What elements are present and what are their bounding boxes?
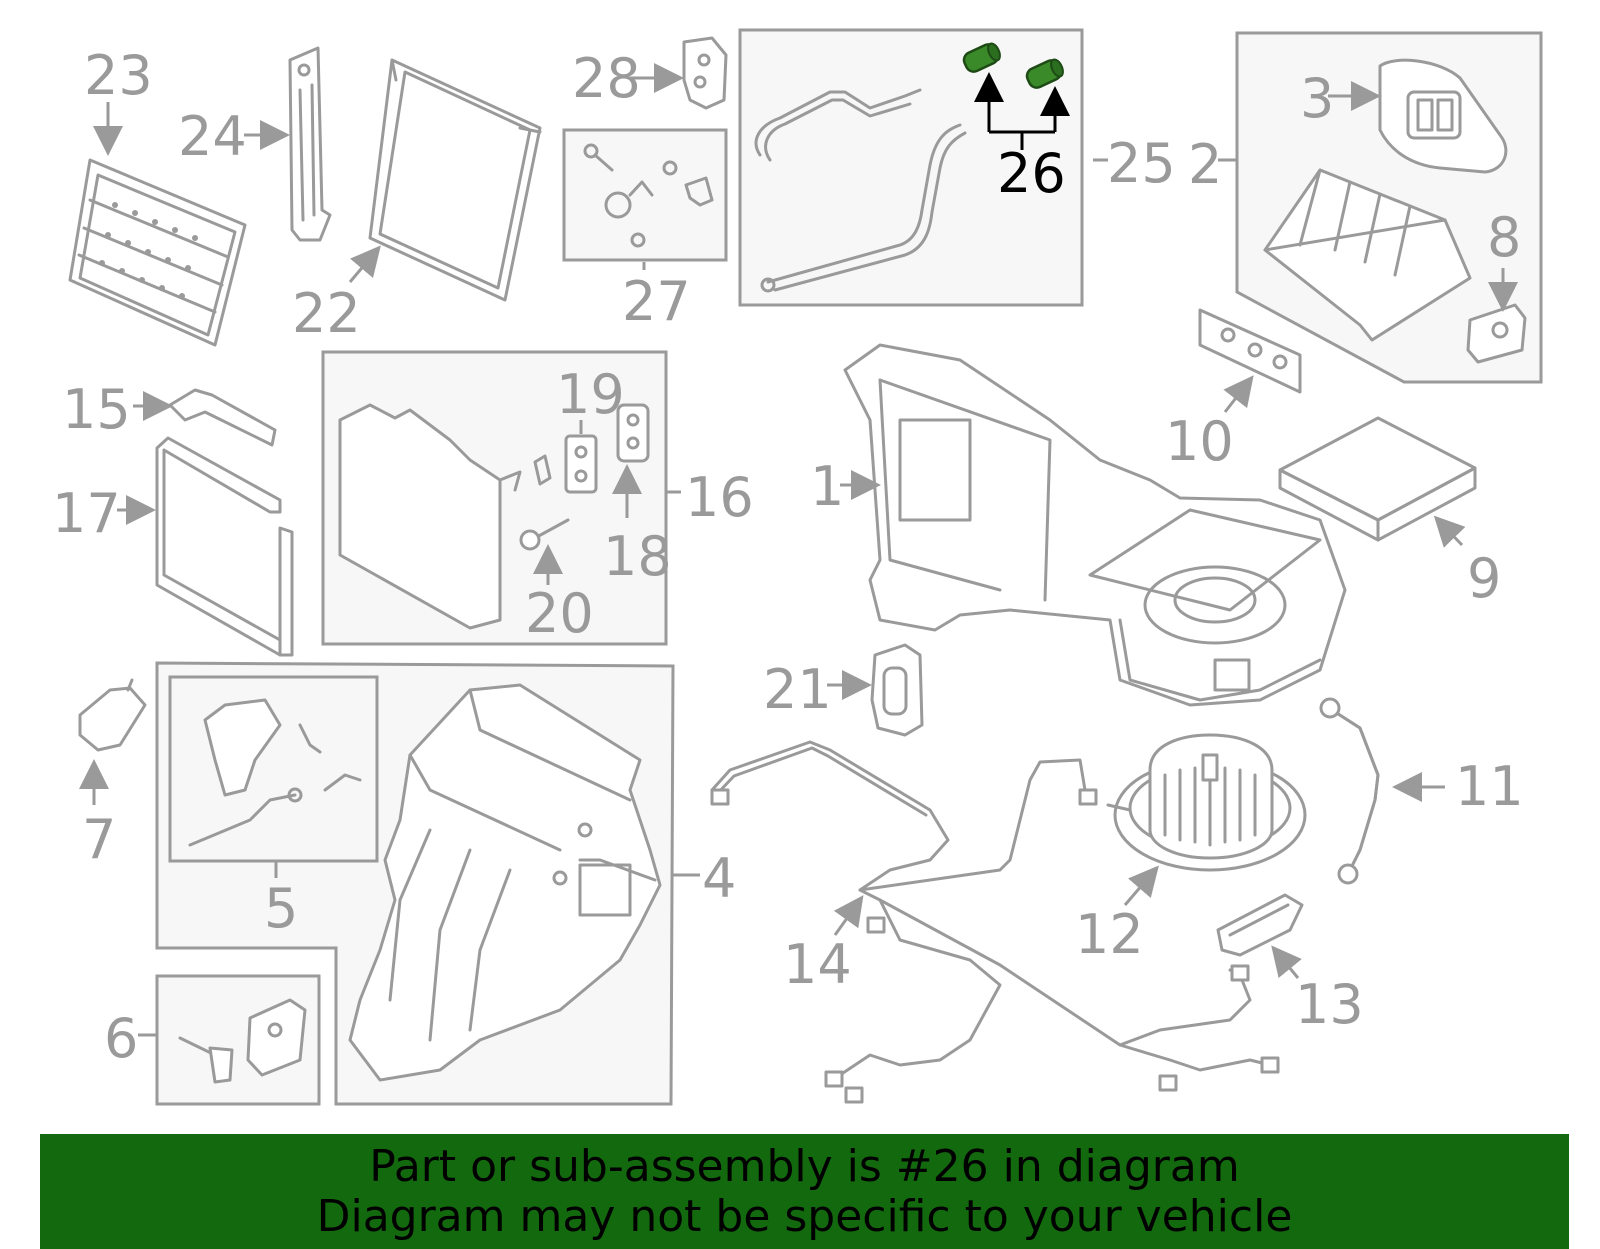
callout-7: 7: [82, 808, 116, 871]
part-3-gasket: [1378, 58, 1508, 174]
callout-25: 25: [1107, 132, 1176, 195]
part-5-linkage-set: [188, 698, 362, 847]
part-26-o-ring-right: [1025, 58, 1064, 89]
leader-26: [974, 72, 1070, 150]
callout-10: 10: [1165, 410, 1234, 473]
callout-5: 5: [264, 877, 298, 940]
part-22-evaporator: [368, 58, 542, 302]
part-6-actuator-set: [178, 998, 307, 1084]
part-19-plate: [564, 434, 598, 494]
callout-26: 26: [997, 142, 1066, 205]
part-26-o-rings: [962, 42, 1064, 89]
callout-3: 3: [1300, 67, 1334, 130]
callout-20: 20: [525, 582, 594, 645]
callout-13: 13: [1295, 973, 1364, 1036]
part-25-refrigerant-lines: [754, 88, 967, 293]
part-28-connector: [682, 36, 728, 110]
banner-disclaimer-text: Diagram may not be specific to your vehi…: [316, 1191, 1293, 1242]
part-24-bracket: [288, 46, 332, 242]
part-2-housing: [1263, 168, 1472, 342]
group-box-25: [738, 28, 1084, 307]
part-10-flap-bracket: [1198, 308, 1302, 394]
callout-6: 6: [104, 1007, 138, 1070]
callout-8: 8: [1487, 206, 1521, 269]
callout-12: 12: [1075, 903, 1144, 966]
part-27-hardware-kit: [583, 143, 714, 248]
part-18-valve: [616, 403, 650, 463]
callout-19: 19: [556, 363, 625, 426]
callout-9: 9: [1467, 547, 1501, 610]
part-21-seal: [870, 643, 924, 737]
callout-2: 2: [1188, 133, 1222, 196]
callout-16: 16: [685, 466, 754, 529]
group-box-5: [168, 675, 379, 863]
banner-part-number-text: Part or sub-assembly is #26 in diagram: [369, 1141, 1240, 1192]
part-15-sensor: [168, 388, 277, 447]
part-1-hvac-case: [843, 343, 1347, 707]
callout-11: 11: [1455, 755, 1524, 818]
callout-22: 22: [292, 282, 361, 345]
callout-21: 21: [763, 658, 832, 721]
part-9-cabin-filter: [1278, 416, 1477, 542]
callout-27: 27: [622, 270, 691, 333]
parts-diagram: 1 2 3 4 5 6 7 8 9 10 11 12 13 14 15 16 1…: [52, 28, 1543, 1106]
part-11-tube: [1319, 697, 1380, 885]
part-4-hvac-unit: [348, 683, 662, 1082]
callout-23: 23: [84, 44, 153, 107]
callout-4: 4: [702, 847, 736, 910]
part-17-seal-frame: [155, 436, 294, 657]
callout-14: 14: [783, 933, 852, 996]
callout-15: 15: [62, 378, 131, 441]
part-16-clip: [533, 454, 552, 486]
part-7-actuator: [78, 678, 147, 752]
part-23-heater-core: [68, 158, 247, 347]
callout-labels: 1 2 3 4 5 6 7 8 9 10 11 12 13 14 15 16 1…: [52, 44, 1524, 1070]
part-14-wiring-harness: [710, 740, 1280, 1104]
callout-18: 18: [603, 525, 672, 588]
callout-28: 28: [572, 47, 641, 110]
callout-1: 1: [810, 455, 844, 518]
part-16-housing: [338, 403, 522, 630]
part-26-o-ring-left: [962, 42, 1001, 73]
info-banner: Part or sub-assembly is #26 in diagram D…: [40, 1134, 1569, 1249]
leader-lines: [79, 63, 1518, 1037]
callout-17: 17: [52, 482, 121, 545]
callout-24: 24: [178, 105, 247, 168]
part-13-resistor: [1216, 893, 1304, 957]
part-12-blower-motor: [1106, 733, 1307, 872]
